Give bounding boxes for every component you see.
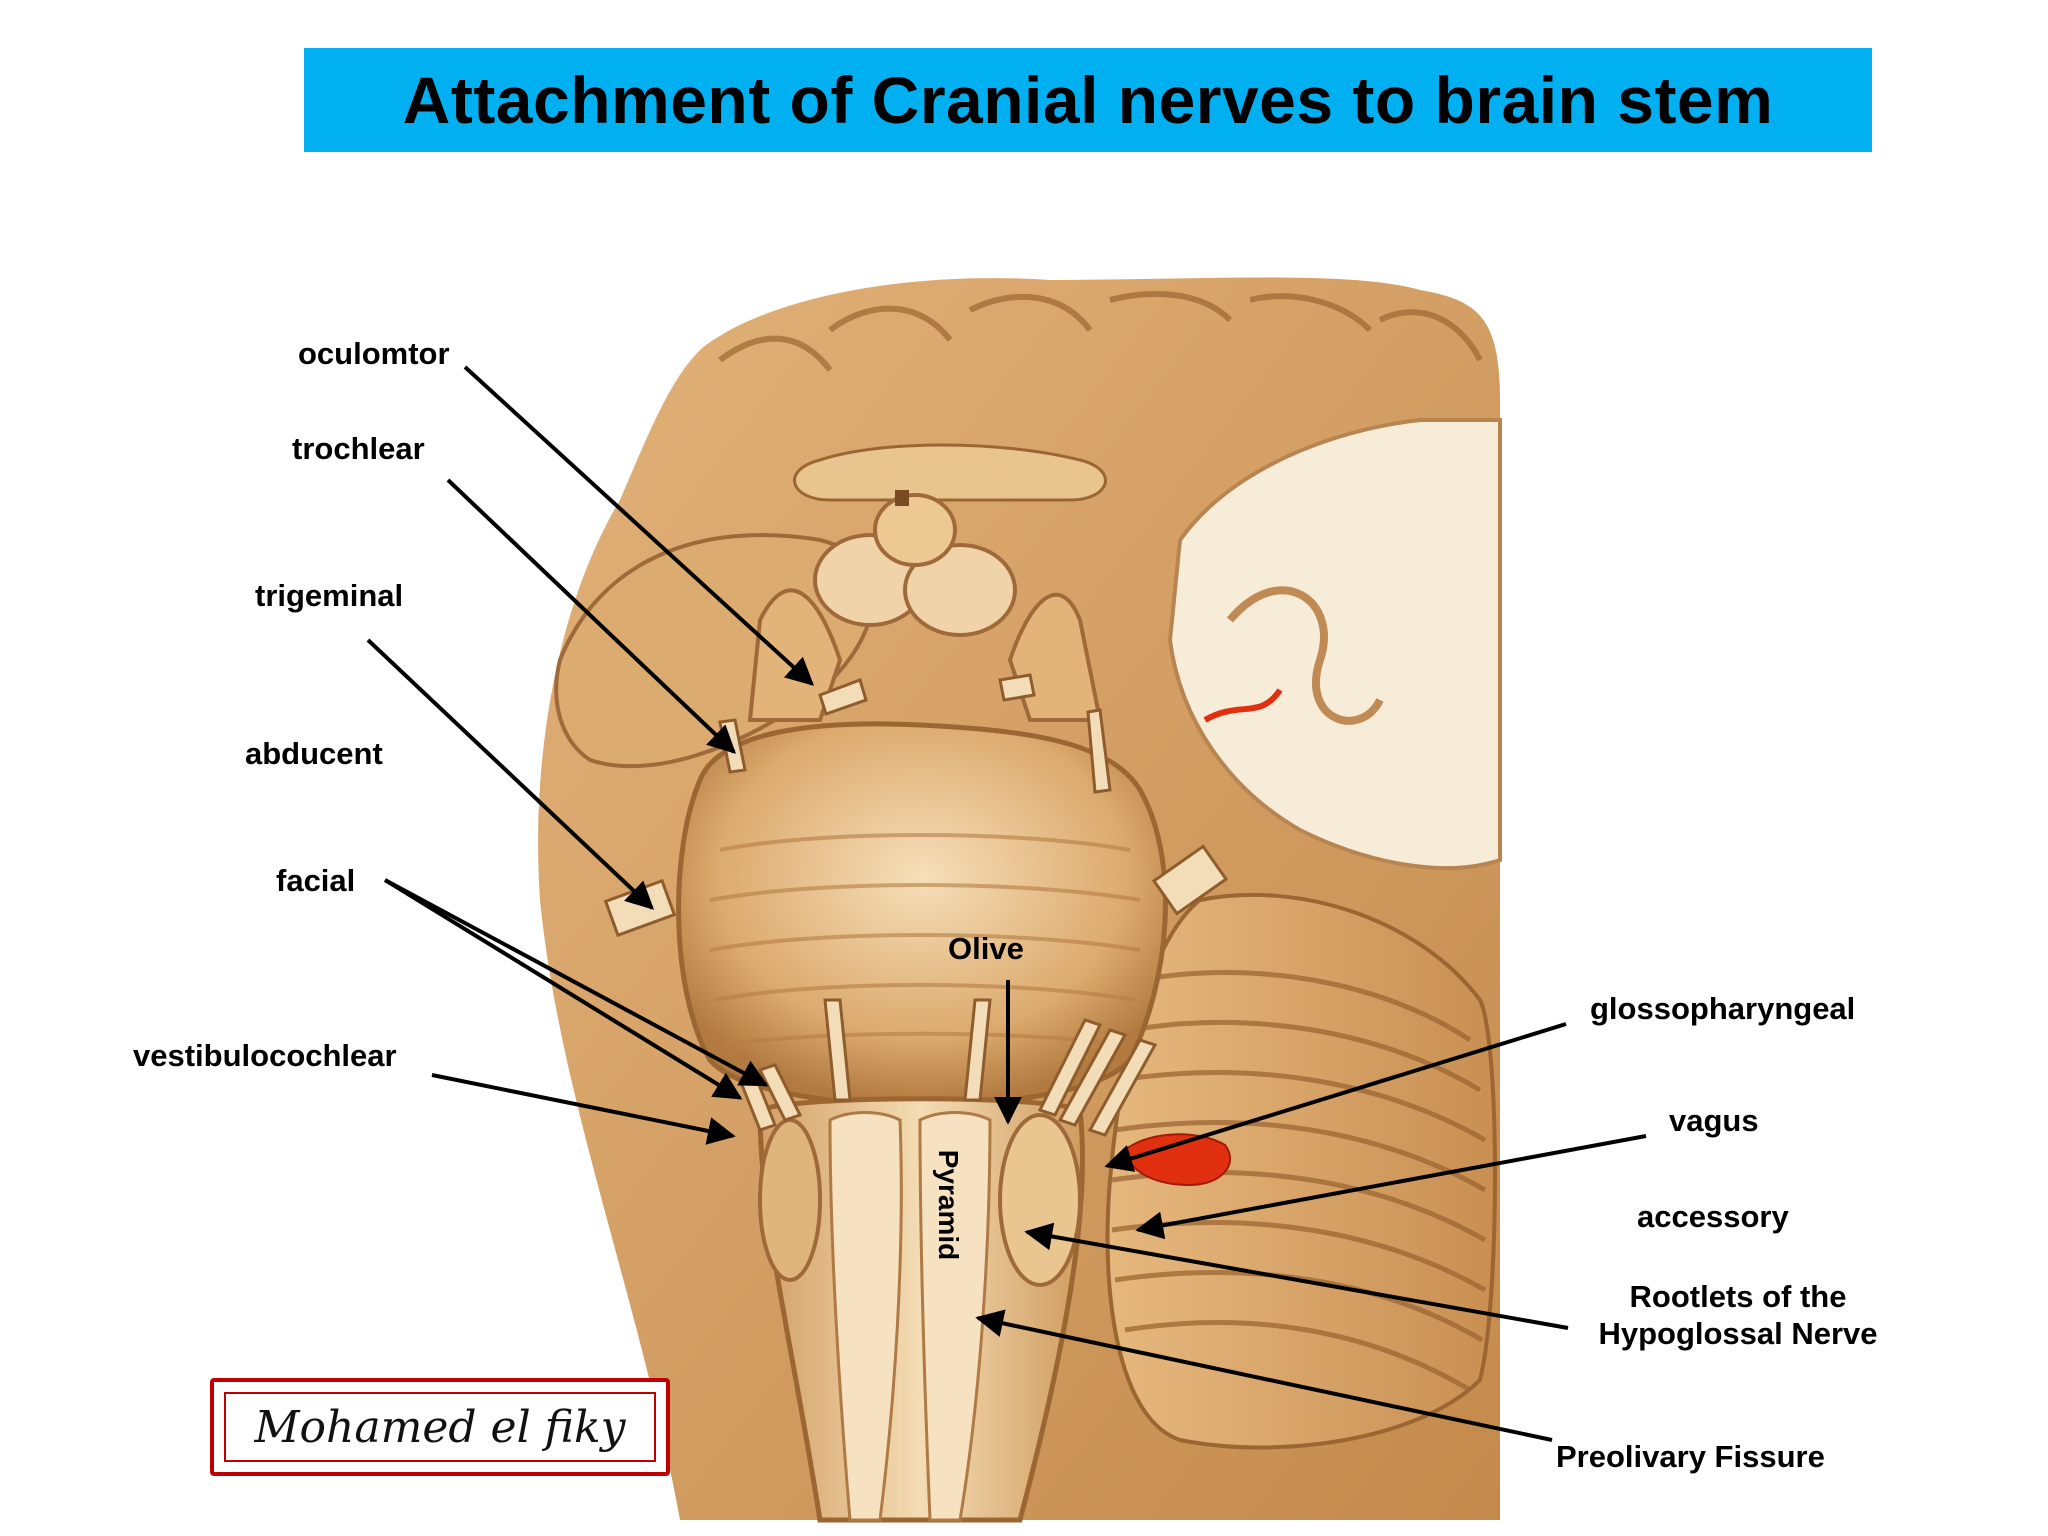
olive-right bbox=[998, 1113, 1082, 1287]
arrow-facial-1 bbox=[384, 878, 769, 1087]
page-title: Attachment of Cranial nerves to brain st… bbox=[402, 63, 1774, 137]
cerebral-peduncle-left bbox=[747, 588, 843, 722]
arrow-facial-2 bbox=[383, 878, 743, 1100]
arrow-preolivary bbox=[975, 1309, 1553, 1442]
label-facial: facial bbox=[276, 863, 356, 898]
arrow-oculomotor bbox=[463, 365, 815, 686]
label-glossopharyngeal: glossopharyngeal bbox=[1590, 991, 1856, 1026]
cerebellum-cut bbox=[1167, 418, 1502, 871]
label-preolivary-fissure: Preolivary Fissure bbox=[1556, 1439, 1825, 1474]
pyramid-right bbox=[918, 1111, 992, 1522]
author-signature: Mohamed el fiky bbox=[254, 1401, 626, 1453]
label-olive: Olive bbox=[948, 931, 1024, 966]
signature-box: Mohamed el fiky bbox=[210, 1378, 670, 1476]
label-oculomotor: oculomtor bbox=[298, 336, 450, 371]
pyramid-left bbox=[828, 1111, 903, 1522]
tuber bbox=[873, 493, 957, 567]
arrow-vestibulocochlear bbox=[431, 1073, 736, 1145]
pons bbox=[676, 721, 1168, 1108]
arrow-glossopharyngeal bbox=[1104, 1022, 1567, 1172]
arrow-vagus bbox=[1135, 1134, 1647, 1240]
label-vagus: vagus bbox=[1669, 1103, 1759, 1138]
nerve-stumps bbox=[603, 673, 1229, 1137]
label-trochlear: trochlear bbox=[292, 431, 425, 466]
signature-frame: Mohamed el fiky bbox=[224, 1392, 656, 1462]
title-bar: Attachment of Cranial nerves to brain st… bbox=[304, 48, 1872, 152]
label-hypoglossal-line1: Rootlets of the bbox=[1629, 1279, 1847, 1314]
gyri bbox=[718, 291, 1483, 372]
arrow-trigeminal bbox=[366, 638, 655, 910]
optic-chiasm bbox=[793, 443, 1107, 502]
label-vestibulocochlear: vestibulocochlear bbox=[133, 1038, 397, 1073]
arrow-trochlear bbox=[446, 478, 737, 754]
label-hypoglossal-line2: Hypoglossal Nerve bbox=[1598, 1316, 1878, 1352]
label-trigeminal: trigeminal bbox=[255, 578, 404, 613]
olive-left bbox=[758, 1118, 822, 1282]
mammillary-right bbox=[903, 543, 1017, 637]
label-pyramid: Pyramid bbox=[933, 1149, 964, 1261]
choroid-plexus bbox=[1123, 1133, 1231, 1187]
arrow-hypoglossal bbox=[1024, 1222, 1569, 1330]
label-hypoglossal: Rootlets of the Hypoglossal Nerve bbox=[1588, 1278, 1888, 1352]
label-abducent: abducent bbox=[245, 736, 383, 771]
label-accessory: accessory bbox=[1637, 1199, 1789, 1234]
